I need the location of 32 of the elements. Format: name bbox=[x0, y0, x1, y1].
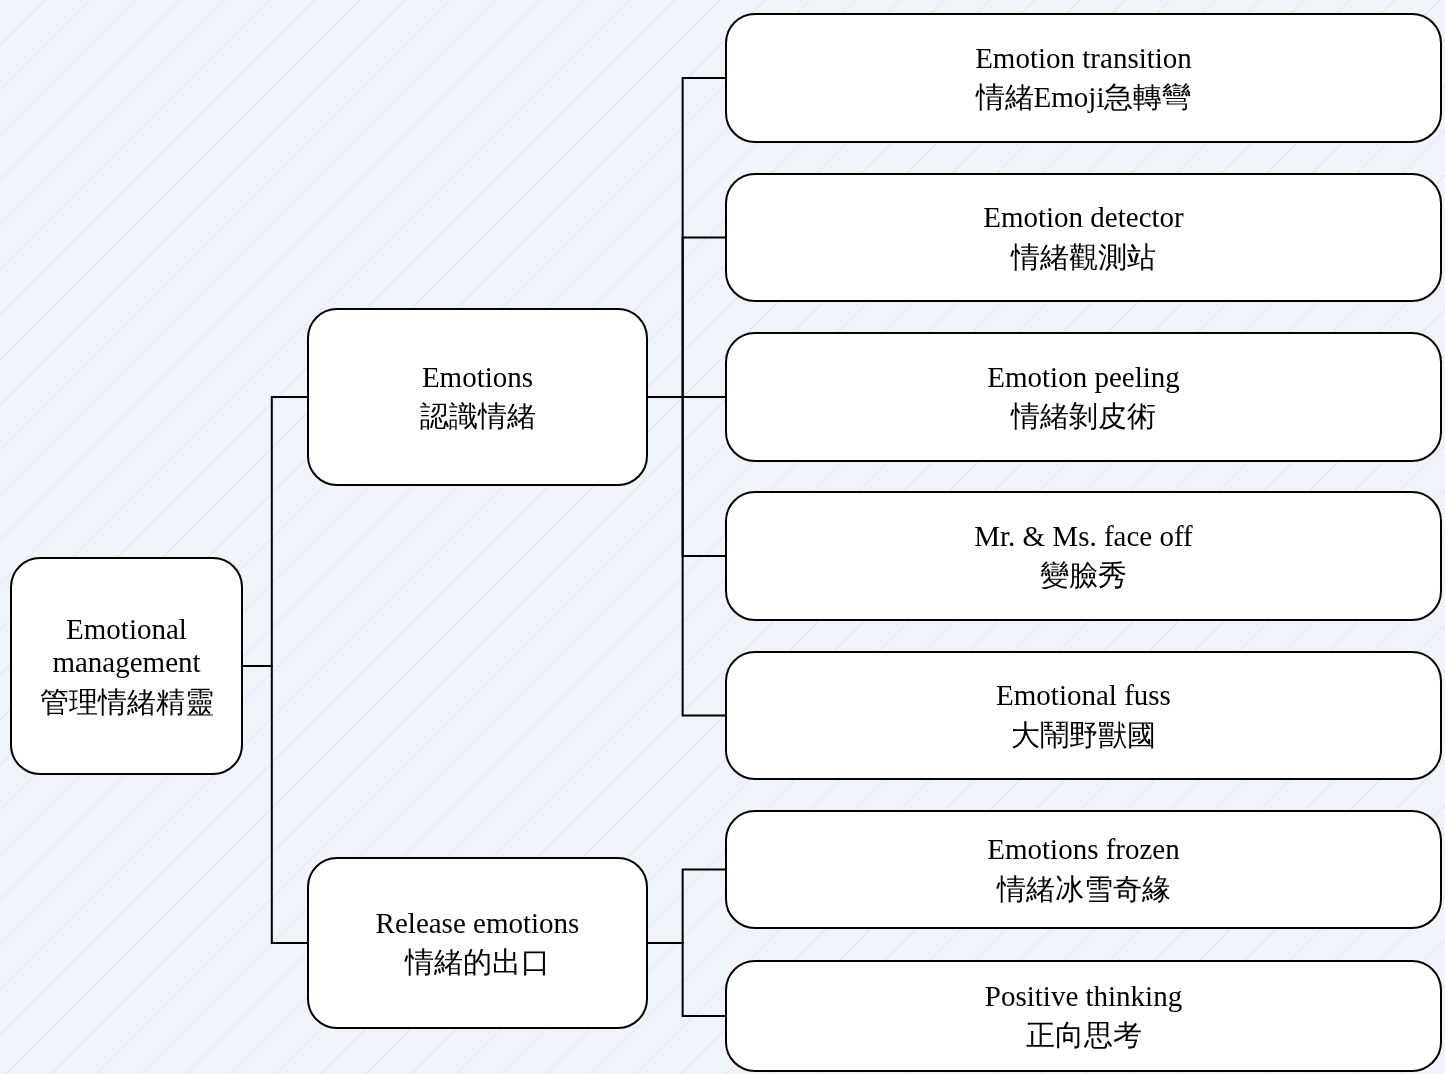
node-label: Positive thinking bbox=[984, 979, 1183, 1013]
rounded-box bbox=[725, 332, 1442, 462]
rounded-box bbox=[725, 651, 1442, 780]
node-label: 情緒觀測站 bbox=[1011, 240, 1156, 274]
node-label: Emotional fuss bbox=[996, 679, 1171, 713]
node-label: 情緒冰雪奇緣 bbox=[996, 872, 1171, 906]
rounded-box bbox=[307, 308, 648, 486]
node-label: 情緒Emoji急轉彎 bbox=[975, 81, 1192, 115]
node-label: Emotion detector bbox=[983, 201, 1184, 235]
node-label: Emotional management bbox=[51, 613, 202, 680]
rounded-box bbox=[725, 173, 1442, 302]
node-label: Release emotions bbox=[375, 906, 580, 940]
node-label: 變臉秀 bbox=[1040, 559, 1127, 593]
connector-line bbox=[242, 665, 308, 944]
node-label: 大鬧野獸國 bbox=[1011, 718, 1156, 752]
rounded-box bbox=[725, 960, 1442, 1072]
node-label: Mr. & Ms. face off bbox=[974, 519, 1193, 553]
node-label: 情緒的出口 bbox=[405, 946, 550, 980]
rounded-box bbox=[725, 13, 1442, 143]
node-label: Emotions frozen bbox=[987, 833, 1180, 867]
rounded-box bbox=[10, 557, 243, 775]
node-label: Emotion transition bbox=[975, 41, 1192, 75]
connector-line bbox=[647, 942, 726, 1017]
node-label: 情緒剝皮術 bbox=[1011, 400, 1156, 434]
rounded-box bbox=[307, 857, 648, 1029]
node-label: Emotion peeling bbox=[987, 360, 1180, 394]
rounded-box bbox=[725, 810, 1442, 929]
node-label: 認識情緒 bbox=[419, 400, 536, 434]
node-label: 正向思考 bbox=[1025, 1019, 1142, 1053]
rounded-box bbox=[725, 491, 1442, 621]
node-label: 管理情緒精靈 bbox=[39, 685, 214, 719]
node-label: Emotions bbox=[421, 360, 534, 394]
